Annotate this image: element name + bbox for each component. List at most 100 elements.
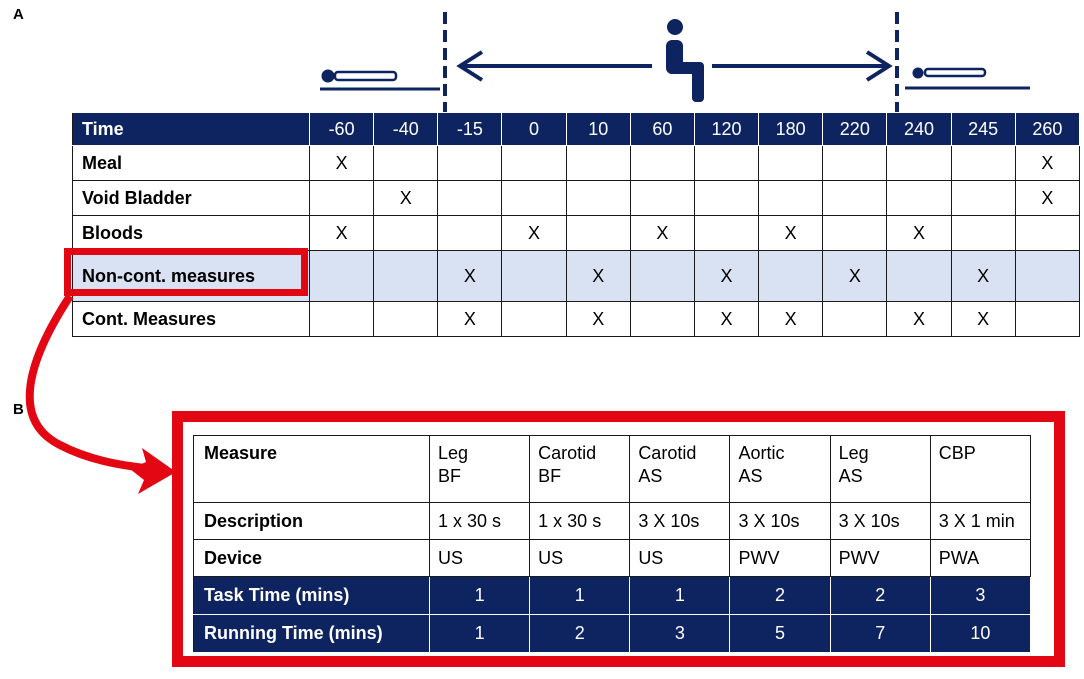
row-label: Void Bladder [72,180,310,216]
row-label: Cont. Measures [72,301,310,337]
schedule-cell [373,215,439,251]
schedule-cell [373,145,439,181]
schedule-cell: X [437,301,503,337]
schedule-cell: X [693,250,760,302]
description-row: Description 1 x 30 s 1 x 30 s 3 X 10s 3 … [193,502,1032,540]
device-cell: US [529,539,631,577]
measure-type: BF [438,466,462,486]
schedule-cell [693,180,760,216]
schedule-cell [565,215,631,251]
schedule-cell: X [373,180,439,216]
schedule-cell [308,250,375,302]
schedule-cell [822,180,888,216]
measure-name: Carotid [638,443,697,463]
running-time-row: Running Time (mins) 1 2 3 5 7 10 [193,614,1032,653]
supine-person-icon [905,67,1030,90]
panel-a-label: A [13,6,24,23]
schedule-cell [373,301,439,337]
schedule-cell [501,180,567,216]
row-label: Measure [193,435,430,503]
description-cell: 1 x 30 s [428,502,531,540]
time-cell: -40 [373,112,439,146]
schedule-cell [950,180,1016,216]
row-label: Bloods [72,215,310,251]
device-cell: PWA [929,539,1032,577]
row-label: Running Time (mins) [193,614,430,653]
left-arrow-icon [456,50,652,82]
running-time-cell: 5 [729,614,831,653]
task-time-cell: 2 [729,576,831,615]
schedule-cell [373,250,439,302]
schedule-cell [437,215,503,251]
table-row-cont-measures: Cont. Measures X X X X X X [72,301,1081,337]
schedule-cell [758,180,824,216]
description-cell: 3 X 10s [729,502,831,540]
device-cell: US [629,539,731,577]
time-cell: 180 [758,112,824,146]
schedule-cell [693,215,760,251]
schedule-cell: X [565,301,631,337]
running-time-cell: 3 [629,614,731,653]
time-cell: 240 [886,112,952,146]
schedule-cell [758,145,824,181]
device-cell: PWV [829,539,931,577]
schedule-cell: X [308,215,375,251]
schedule-cell: X [565,250,631,302]
schedule-cell: X [886,215,952,251]
measure-type: AS [738,466,763,486]
schedule-cell [950,215,1016,251]
schedule-cell [629,250,695,302]
description-cell: 3 X 10s [629,502,731,540]
schedule-cell [629,180,695,216]
schedule-cell: X [501,215,567,251]
schedule-cell [886,180,952,216]
measures-detail-frame [172,411,1065,667]
schedule-cell [693,145,760,181]
schedule-cell [886,250,952,302]
description-cell: 3 X 1 min [929,502,1032,540]
schedule-cell: X [950,301,1016,337]
row-label: Device [193,539,430,577]
schedule-cell: X [1014,180,1081,216]
running-time-cell: 2 [529,614,631,653]
schedule-cell [437,145,503,181]
measure-name: CBP [938,443,976,463]
measure-name: Leg [838,443,869,463]
schedule-cell [822,301,888,337]
schedule-cell [1014,215,1081,251]
task-time-cell: 3 [929,576,1032,615]
schedule-cell [629,145,695,181]
schedule-cell [437,180,503,216]
measure-name: Leg [438,443,469,463]
time-cell: 245 [950,112,1016,146]
right-arrow-icon [712,50,893,82]
schedule-cell [758,250,824,302]
schedule-cell: X [886,301,952,337]
row-label: Meal [72,145,310,181]
row-label: Task Time (mins) [193,576,430,615]
schedule-cell [629,301,695,337]
running-time-cell: 10 [929,614,1032,653]
time-header-row: Time -60 -40 -15 0 10 60 120 180 220 240… [72,112,1081,146]
measure-type: AS [838,466,863,486]
schedule-cell [822,145,888,181]
schedule-cell [308,301,375,337]
schedule-cell [822,215,888,251]
task-time-cell: 2 [829,576,931,615]
task-time-row: Task Time (mins) 1 1 1 2 2 3 [193,576,1032,615]
schedule-cell: X [758,301,824,337]
supine-person-icon [320,69,440,91]
schedule-cell [501,145,567,181]
table-row-bloods: Bloods X X X X X [72,215,1081,251]
time-cell: 220 [822,112,888,146]
schedule-cell [501,301,567,337]
running-time-cell: 7 [829,614,931,653]
panel-b-label: B [13,401,24,418]
running-time-cell: 1 [428,614,531,653]
measure-name: Carotid [538,443,597,463]
